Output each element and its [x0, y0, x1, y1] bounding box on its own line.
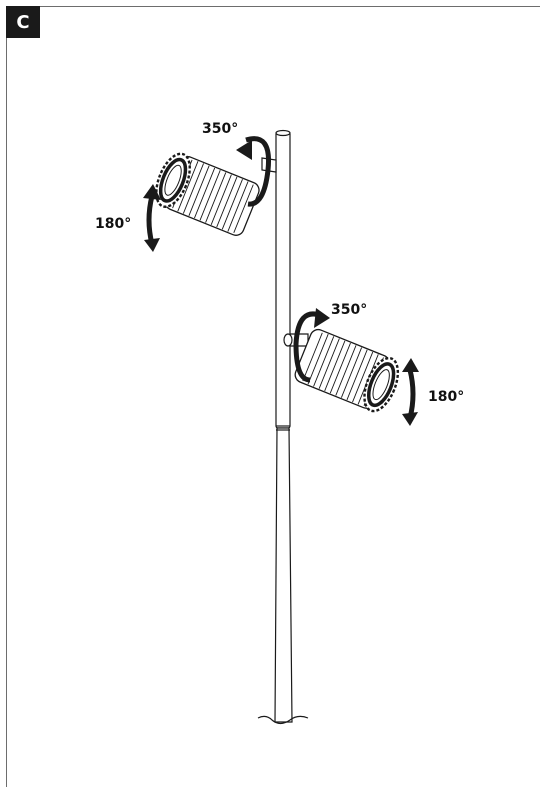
- upper-rotation-label: 350°: [202, 121, 239, 137]
- lower-spotlight-head: [283, 308, 419, 426]
- lower-tilt-label: 180°: [428, 389, 465, 405]
- upper-tilt-label: 180°: [95, 216, 132, 232]
- section-badge: C: [6, 6, 40, 38]
- frame-top-border: [6, 6, 540, 7]
- lower-rotation-label: 350°: [331, 302, 368, 318]
- ground-line: [257, 715, 309, 725]
- upper-spotlight-head: [143, 136, 277, 252]
- pole: [274, 129, 293, 723]
- frame-left-border: [6, 6, 7, 787]
